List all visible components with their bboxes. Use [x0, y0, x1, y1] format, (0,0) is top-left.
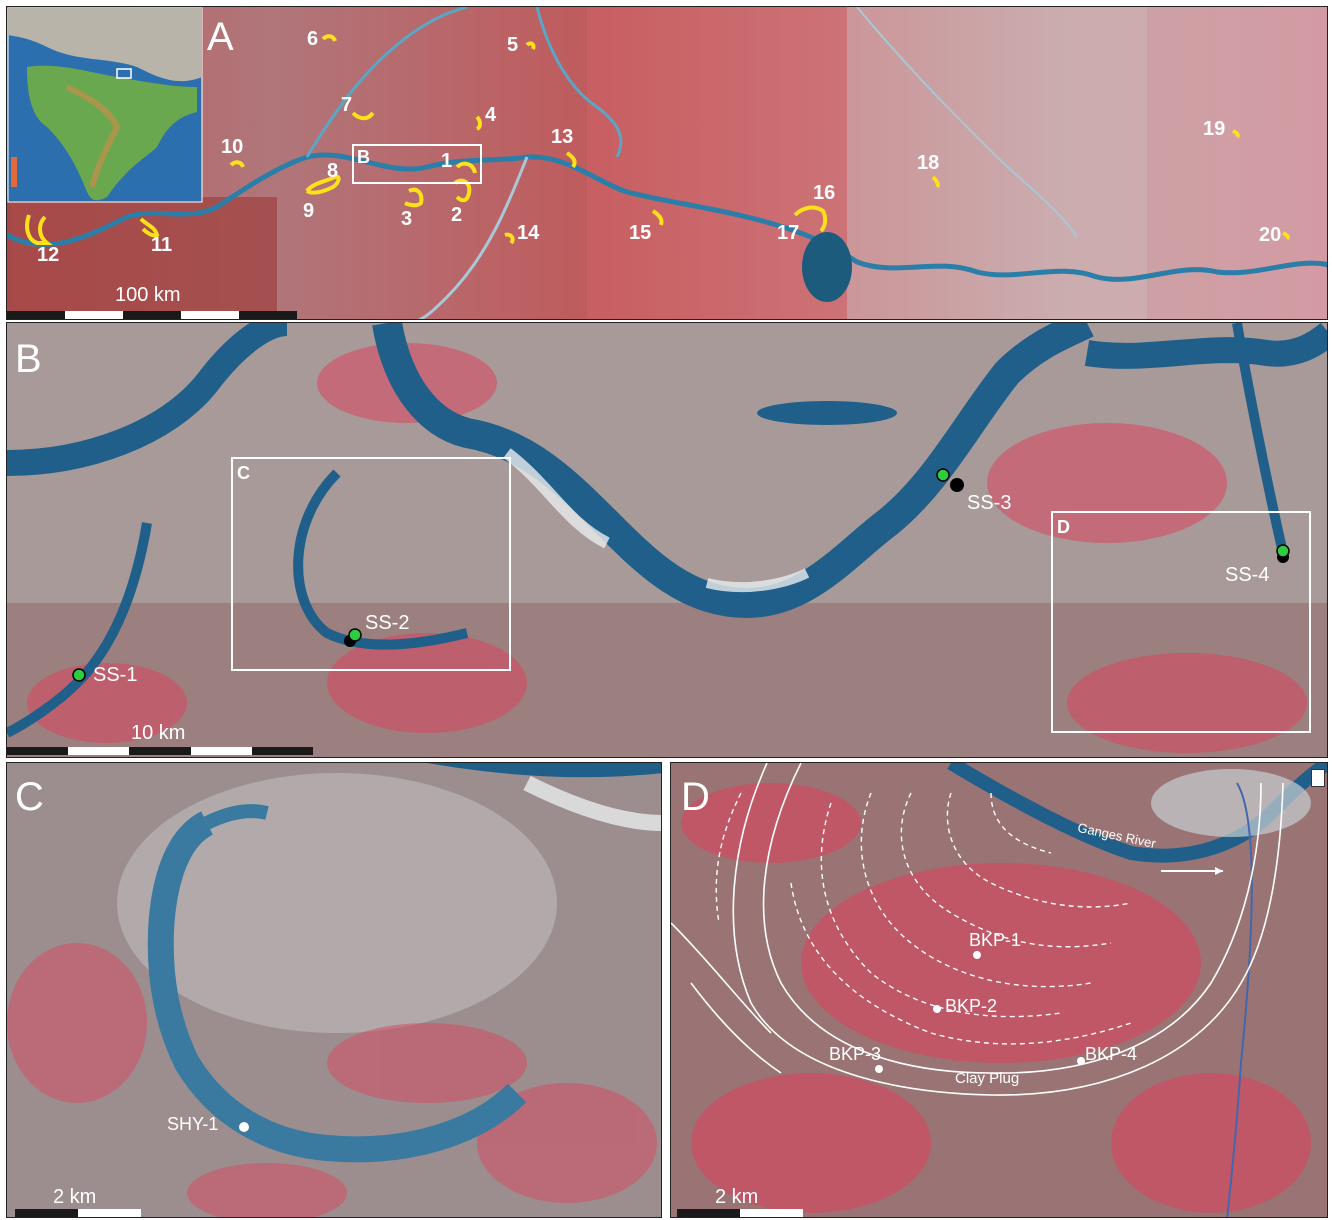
site-marker-bkp-1 — [973, 951, 981, 959]
site-number-14: 14 — [517, 222, 540, 244]
site-label-bkp-3: BKP-3 — [829, 1044, 882, 1064]
panel-b-locator-label: B — [357, 147, 370, 167]
panel-b: B C D SS-1 SS-2 SS-3 SS-4 10 km — [6, 322, 1328, 758]
site-marker-bkp-2 — [933, 1005, 941, 1013]
site-marker-ss-4 — [1276, 544, 1290, 558]
site-label-shy-1: SHY-1 — [167, 1114, 219, 1134]
panel-d-image — [671, 763, 1327, 1217]
site-number-18: 18 — [917, 152, 940, 174]
site-number-4: 4 — [485, 104, 497, 126]
site-number-6: 6 — [307, 28, 319, 50]
north-arrow-icon — [1311, 769, 1325, 787]
panel-d-locator-frame — [1051, 511, 1311, 733]
site-marker-bkp-4 — [1077, 1057, 1085, 1065]
site-label-bkp-2: BKP-2 — [945, 996, 998, 1016]
site-number-10: 10 — [221, 136, 244, 158]
scroll-bar-boundaries — [671, 763, 1284, 1096]
panel-a-image — [7, 7, 1327, 319]
panel-b-scale-bar — [7, 747, 314, 755]
site-marker-bkp-3 — [875, 1065, 883, 1073]
panel-d-label: D — [681, 775, 710, 819]
panel-b-label: B — [15, 337, 42, 381]
site-number-20: 20 — [1259, 224, 1282, 246]
site-number-12: 12 — [37, 244, 60, 266]
site-marker-ss-1 — [72, 668, 86, 682]
ridge-and-swale-lines — [715, 792, 1132, 1045]
panel-a: A B 1 2 3 4 5 6 7 8 9 10 11 12 13 14 15 … — [6, 6, 1328, 320]
panel-b-locator-frame — [352, 144, 482, 184]
panel-a-scale-bar — [7, 311, 297, 319]
panel-c: C SHY-1 2 km — [6, 762, 662, 1218]
site-label-bkp-4: BKP-4 — [1085, 1044, 1138, 1064]
panel-d-scale-bar — [677, 1209, 803, 1217]
site-number-7: 7 — [341, 94, 353, 116]
panel-b-scale-label: 10 km — [131, 722, 186, 744]
panel-c-scale-label: 2 km — [53, 1186, 97, 1208]
site-number-8: 8 — [327, 160, 339, 182]
site-label-ss-2: SS-2 — [365, 612, 410, 634]
site-number-11: 11 — [151, 234, 173, 256]
panel-c-scale-bar — [15, 1209, 141, 1217]
site-number-19: 19 — [1203, 118, 1226, 140]
panel-c-locator-label: C — [237, 463, 250, 483]
panel-a-scale-label: 100 km — [115, 284, 181, 306]
site-label-ss-1: SS-1 — [93, 664, 138, 686]
site-number-17: 17 — [777, 222, 800, 244]
site-marker-ss-3 — [936, 468, 950, 482]
site-marker-ss-2 — [348, 628, 362, 642]
panel-b-image — [7, 323, 1327, 757]
panel-c-label: C — [15, 775, 44, 819]
site-number-2: 2 — [451, 204, 463, 226]
panel-d: D Ganges River BKP-1 BKP-2 BKP-3 BKP-4 C… — [670, 762, 1328, 1218]
site-number-13: 13 — [551, 126, 574, 148]
site-number-1: 1 — [441, 150, 453, 172]
panel-d-scale-label: 2 km — [715, 1186, 759, 1208]
site-marker-shy-1 — [239, 1122, 249, 1132]
panel-c-image — [7, 763, 661, 1217]
site-number-16: 16 — [813, 182, 836, 204]
site-label-bkp-1: BKP-1 — [969, 930, 1022, 950]
site-number-3: 3 — [401, 208, 413, 230]
site-number-9: 9 — [303, 200, 315, 222]
site-label-ss-3: SS-3 — [967, 492, 1012, 514]
panel-c-locator-frame — [231, 457, 511, 671]
panel-d-locator-label: D — [1057, 517, 1070, 537]
clay-plug-label: Clay Plug — [955, 1070, 1020, 1087]
oxbow-markers — [25, 34, 1290, 245]
site-number-15: 15 — [629, 222, 652, 244]
site-number-5: 5 — [507, 34, 519, 56]
site-label-ss-4: SS-4 — [1225, 564, 1270, 586]
panel-a-label: A — [207, 15, 234, 59]
india-inset-map — [7, 7, 203, 203]
